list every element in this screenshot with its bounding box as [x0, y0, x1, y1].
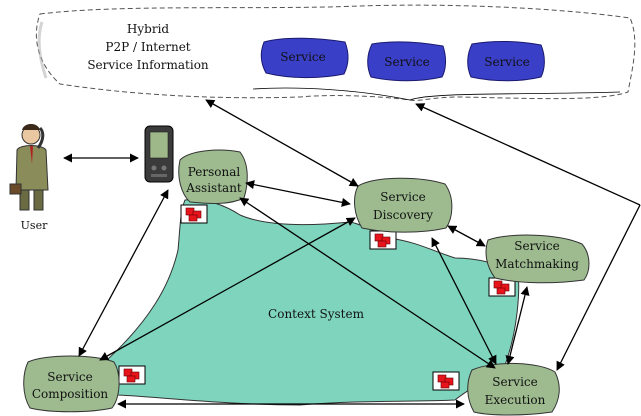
cloud-service-2-label: Service	[384, 55, 430, 69]
arrow-discovery-matchmaking	[447, 225, 486, 247]
cloud-service-3	[467, 40, 545, 82]
context-cubes-icon-execution	[432, 371, 460, 391]
arrow-cloud-discovery	[205, 99, 359, 187]
user-figure-icon	[9, 124, 49, 211]
context-system-label: Context System	[268, 307, 365, 321]
arrow-cloud-execution	[415, 103, 641, 206]
user-label: User	[21, 219, 48, 232]
service-discovery-node	[354, 177, 453, 233]
service-composition-label-1: Service	[47, 370, 93, 384]
arrow-pa-discovery	[245, 180, 351, 207]
cloud-service-2	[367, 41, 446, 82]
cloud-title-line3: Service Information	[87, 58, 209, 72]
service-composition-label-2: Composition	[32, 387, 109, 401]
context-cubes-icon-pa	[180, 204, 208, 224]
cloud-service-1	[260, 37, 349, 79]
personal-assistant-label-2: Assistant	[185, 181, 242, 195]
context-cubes-icon-composition	[118, 365, 146, 385]
pda-icon	[144, 125, 174, 183]
service-discovery-label-1: Service	[380, 190, 426, 204]
service-execution-label-1: Service	[492, 375, 538, 389]
arrow-discovery-execution	[431, 237, 497, 365]
service-discovery-label-2: Discovery	[373, 208, 433, 222]
cloud-title-line2: P2P / Internet	[105, 40, 190, 54]
personal-assistant-label-1: Personal	[188, 165, 241, 179]
arrow-discovery-composition	[99, 217, 356, 361]
connection-arrows	[63, 99, 641, 409]
cloud-service-1-label: Service	[280, 50, 326, 64]
arrow-matchmaking-execution	[505, 286, 530, 365]
service-execution-label-2: Execution	[485, 393, 546, 407]
context-cubes-icon-discovery	[369, 230, 397, 250]
cloud-service-3-label: Service	[484, 55, 530, 69]
service-matchmaking-label-2: Matchmaking	[495, 257, 579, 271]
cloud-title-line1: Hybrid	[127, 22, 170, 36]
service-matchmaking-label-1: Service	[514, 239, 560, 253]
arrow-right-execution	[556, 204, 641, 371]
service-execution-node	[467, 363, 560, 416]
